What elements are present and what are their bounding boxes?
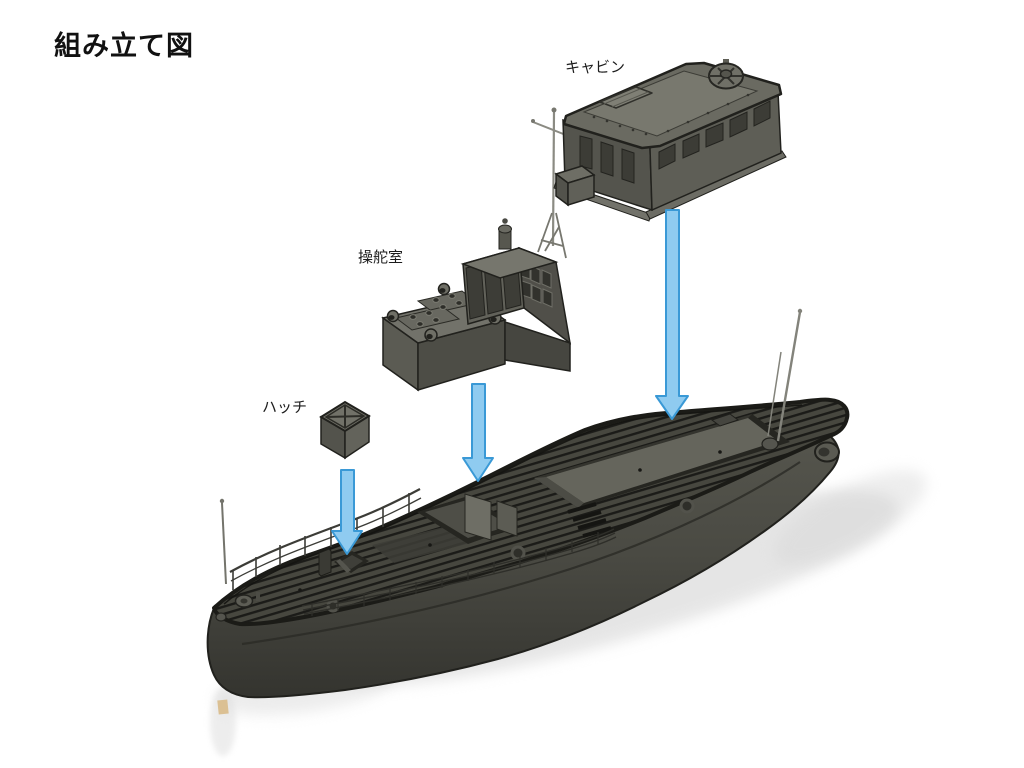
cabin-step	[554, 165, 596, 207]
page-title: 組み立て図	[54, 31, 194, 61]
side-railing	[301, 528, 617, 616]
mid-opening	[417, 493, 519, 544]
assembly-arrow-wheelhouse	[462, 383, 494, 482]
label-cabin: キャビン	[565, 59, 626, 76]
deck-steps	[567, 502, 612, 538]
bow-windlass	[215, 592, 260, 622]
cabin-model	[553, 59, 787, 222]
assembly-arrow-cabin	[655, 209, 689, 420]
deck-panel	[372, 525, 474, 563]
bow-mast	[219, 498, 227, 585]
assembly-arrow-hatch	[331, 469, 363, 555]
wheelhouse-model	[381, 107, 578, 392]
stern-opening	[534, 413, 790, 508]
paint-speck	[217, 699, 229, 715]
stern-tube	[814, 441, 840, 463]
hull-model	[206, 308, 850, 699]
signal-lamp	[498, 218, 512, 250]
deck-cleats	[298, 450, 722, 592]
stern-mast	[767, 308, 803, 442]
gunwale-line	[223, 404, 803, 605]
roof-vent	[708, 59, 744, 90]
hatch-model	[319, 400, 371, 460]
label-wheelhouse: 操舵室	[358, 249, 404, 266]
deck-post	[318, 548, 332, 577]
fore-opening	[334, 551, 369, 573]
roof-rivets	[592, 93, 750, 136]
rubbing-strake	[241, 461, 801, 646]
assembly-arrows	[331, 209, 689, 555]
label-hatch: ハッチ	[262, 399, 308, 416]
